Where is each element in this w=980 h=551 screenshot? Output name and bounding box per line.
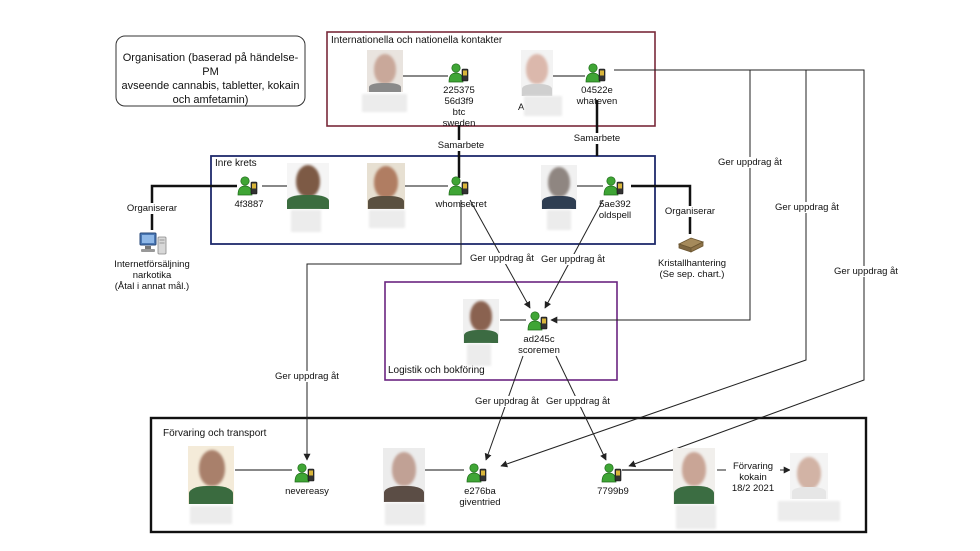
link-inner1-internet [150, 184, 237, 230]
edge-ger-uppdrag-8: Ger uppdrag åt [542, 396, 614, 407]
user-phone-icon [448, 175, 470, 197]
link-inner3-kristall [631, 184, 692, 234]
group-inner-title: Inre krets [215, 158, 257, 169]
group-international-box [326, 31, 656, 127]
node-logistics-label: ad245c scoremen [518, 334, 560, 356]
edge-ger-uppdrag-1: Ger uppdrag åt [466, 253, 538, 264]
blur-label-storage-d [778, 501, 840, 521]
photo-logistics [463, 299, 499, 343]
user-phone-icon [585, 62, 607, 84]
photo-inner-c [541, 165, 577, 209]
node-intl1-label: 225375 56d3f9 btc sweden [442, 85, 476, 129]
title-note-box [115, 35, 306, 107]
photo-inner-b [367, 163, 405, 209]
title-note: Organisation (baserad på händelse-PM avs… [121, 52, 300, 106]
blur-label-inner-b [369, 210, 405, 228]
node-storage3-label: 7799b9 [597, 486, 629, 497]
edge-ger-uppdrag-3: Ger uppdrag åt [714, 157, 786, 168]
photo-storage-c [673, 448, 715, 504]
blur-label-inner-a [291, 210, 321, 232]
edge-organiserar-left: Organiserar [123, 203, 181, 214]
user-phone-icon [448, 62, 470, 84]
group-international-title: Internationella och nationella kontakter [331, 35, 503, 46]
edge-samarbete-left: Samarbete [433, 140, 489, 151]
node-inner1-label: 4f3887 [234, 199, 264, 210]
edge-organiserar-right: Organiserar [661, 206, 719, 217]
arrow-logistics-storage2 [484, 355, 524, 461]
user-phone-icon [527, 310, 549, 332]
edge-ger-uppdrag-7: Ger uppdrag åt [471, 396, 543, 407]
user-phone-icon [466, 462, 488, 484]
node-internet-label: Internetförsäljning narkotika (Åtal i an… [114, 259, 190, 292]
node-kristall-label: Kristallhantering (Se sep. chart.) [657, 258, 727, 280]
node-intl2-label: 04522e whateven [576, 85, 618, 107]
node-inner3-label: 5ae392 oldspell [598, 199, 632, 221]
blur-label-intl-a [362, 94, 407, 112]
blur-label-storage-c [676, 505, 716, 529]
group-inner-box [210, 155, 656, 245]
arrow-logistics-storage3 [555, 355, 607, 461]
edge-ger-uppdrag-5: Ger uppdrag åt [830, 266, 902, 277]
photo-intl-b [521, 50, 553, 96]
edge-ger-uppdrag-6: Ger uppdrag åt [271, 371, 343, 382]
blur-label-inner-c [547, 210, 571, 230]
user-phone-icon [294, 462, 316, 484]
label-intl-partial: A [518, 102, 525, 113]
edge-ger-uppdrag-4: Ger uppdrag åt [771, 202, 843, 213]
group-logistics-title: Logistik och bokföring [388, 365, 485, 376]
edge-ger-uppdrag-2: Ger uppdrag åt [537, 254, 609, 265]
group-storage-title: Förvaring och transport [163, 428, 267, 439]
photo-storage-b [383, 448, 425, 502]
blur-label-storage-a [190, 506, 232, 524]
group-storage-box [149, 416, 868, 534]
photo-intl-a [367, 50, 403, 92]
node-storage2-label: e276ba giventried [459, 486, 501, 508]
blur-label-storage-b [385, 503, 425, 525]
arrow-inner2-storage1 [303, 200, 462, 461]
crystal-box-icon [676, 234, 706, 254]
user-phone-icon [237, 175, 259, 197]
node-inner2-label: whomsecret [435, 199, 487, 210]
group-logistics-box [384, 281, 618, 381]
blur-label-intl-b [524, 96, 562, 116]
blur-label-logistics [467, 344, 491, 366]
user-phone-icon [601, 462, 623, 484]
arrow-intl2-storage3 [628, 69, 865, 468]
node-storage1-label: nevereasy [285, 486, 329, 497]
photo-storage-a [188, 446, 234, 504]
photo-storage-d [790, 453, 828, 499]
edge-samarbete-right: Samarbete [569, 133, 625, 144]
edge-forvaring-label: Förvaring kokain 18/2 2021 [726, 461, 780, 494]
computer-icon [138, 231, 168, 257]
photo-inner-a [287, 163, 329, 209]
user-phone-icon [603, 175, 625, 197]
